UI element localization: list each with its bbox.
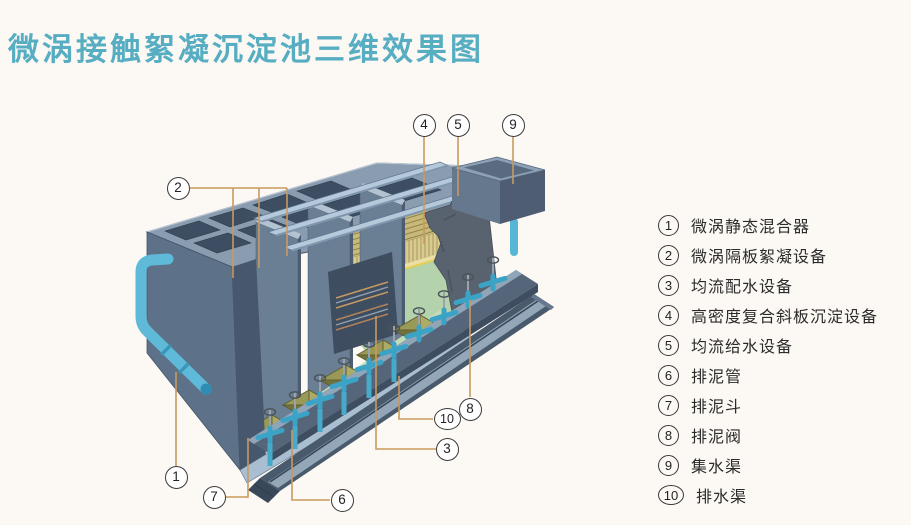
- leader-lines: [175, 137, 514, 501]
- legend-item-number: 3: [658, 274, 679, 296]
- legend-item-number: 10: [658, 485, 684, 505]
- legend-item: 3 均流配水设备: [658, 270, 878, 300]
- legend-item-number: 2: [658, 244, 679, 266]
- legend-item: 2 微涡隔板絮凝设备: [658, 240, 878, 270]
- callout-1: 1: [164, 465, 188, 489]
- legend-item: 4 高密度复合斜板沉淀设备: [658, 300, 878, 330]
- distribution-wall: [328, 252, 398, 354]
- legend-item: 1 微涡静态混合器: [658, 210, 878, 240]
- page-title: 微涡接触絮凝沉淀池三维效果图: [8, 32, 484, 67]
- legend-item-label: 高密度复合斜板沉淀设备: [691, 309, 879, 326]
- legend-item: 7 排泥斗: [658, 390, 878, 420]
- callout-5: 5: [446, 113, 470, 137]
- legend-item-label: 排泥管: [691, 369, 743, 386]
- legend-item-number: 4: [658, 304, 679, 326]
- callout-3: 3: [435, 437, 459, 461]
- legend-item-label: 微涡静态混合器: [691, 219, 811, 236]
- inlet-pipe: [135, 253, 212, 395]
- legend-item: 6 排泥管: [658, 360, 878, 390]
- drain-trough: [248, 294, 554, 503]
- callout-10: 10: [433, 408, 461, 430]
- sludge-pipe-row: [248, 257, 538, 466]
- legend-item: 8 排泥阀: [658, 420, 878, 450]
- legend-item-label: 集水渠: [691, 459, 743, 476]
- callout-7: 7: [202, 485, 226, 509]
- legend-item-label: 排泥阀: [691, 429, 743, 446]
- callout-6: 6: [330, 488, 354, 512]
- legend-item: 9 集水渠: [658, 450, 878, 480]
- legend-item-number: 9: [658, 454, 679, 476]
- callout-8: 8: [458, 397, 482, 421]
- legend-item-label: 均流给水设备: [691, 339, 794, 356]
- callout-4: 4: [412, 113, 436, 137]
- legend-item-label: 排泥斗: [691, 399, 743, 416]
- legend-item: 5 均流给水设备: [658, 330, 878, 360]
- callout-2: 2: [166, 176, 190, 200]
- legend-item-number: 7: [658, 394, 679, 416]
- legend-item-label: 微涡隔板絮凝设备: [691, 249, 828, 266]
- tank-front-wall: [232, 259, 475, 484]
- legend-item-label: 排水渠: [696, 489, 748, 506]
- legend-item-number: 5: [658, 334, 679, 356]
- legend-item-number: 8: [658, 424, 679, 446]
- legend-item-number: 6: [658, 364, 679, 386]
- callout-9: 9: [501, 113, 525, 137]
- legend-item-number: 1: [658, 214, 679, 236]
- legend-item-label: 均流配水设备: [691, 279, 794, 296]
- collection-channel: [451, 156, 546, 256]
- legend-item: 10 排水渠: [658, 480, 878, 510]
